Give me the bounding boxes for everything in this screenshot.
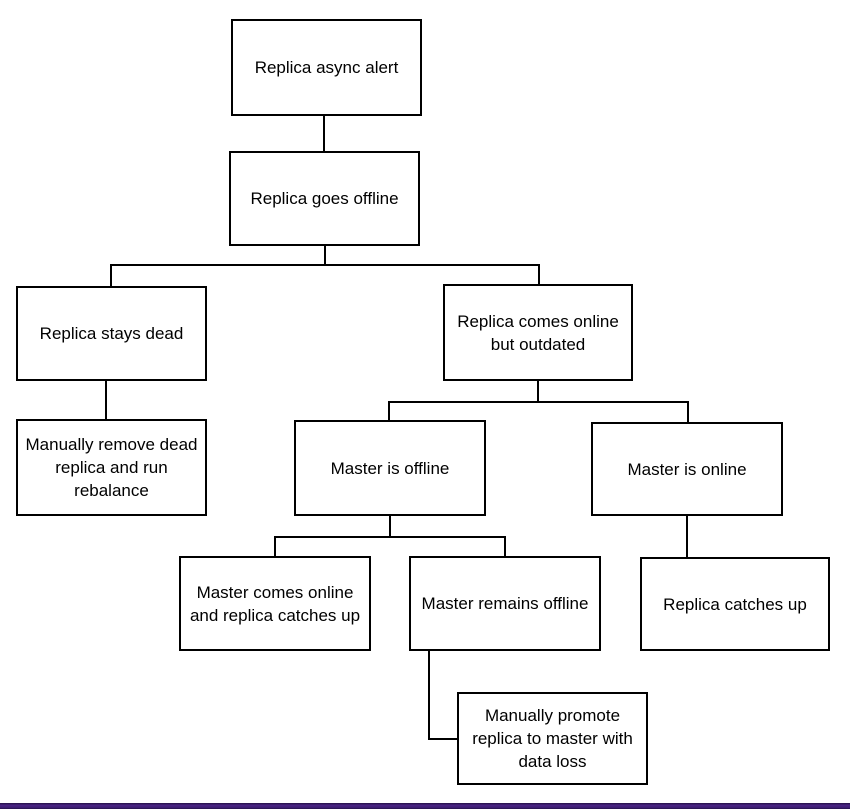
node-label: Replica comes online but outdated <box>457 311 619 354</box>
connector-to-master-online <box>687 401 689 422</box>
connector-to-master-remains-offline <box>504 536 506 556</box>
node-master-remains-offline: Master remains offline <box>409 556 601 651</box>
node-label: Replica goes offline <box>250 189 399 208</box>
node-replica-catches-up: Replica catches up <box>640 557 830 651</box>
connector-to-master-offline <box>388 401 390 420</box>
node-manually-remove-dead-replica: Manually remove dead replica and run reb… <box>16 419 207 516</box>
node-label: Master remains offline <box>421 594 589 613</box>
connector-split-3 <box>274 536 506 538</box>
node-label: Manually promote replica to master with … <box>472 706 633 771</box>
connector-stays-dead-to-remove <box>105 381 107 419</box>
node-master-is-offline: Master is offline <box>294 420 486 516</box>
node-replica-stays-dead: Replica stays dead <box>16 286 207 381</box>
connector-to-manually-promote <box>428 738 457 740</box>
node-replica-async-alert: Replica async alert <box>231 19 422 116</box>
connector-remains-offline-stem <box>428 651 430 740</box>
node-label: Manually remove dead replica and run reb… <box>25 435 198 500</box>
connector-master-offline-stem <box>389 516 391 538</box>
connector-alert-to-goes-offline <box>323 116 325 151</box>
node-master-is-online: Master is online <box>591 422 783 516</box>
node-label: Master comes online and replica catches … <box>189 582 361 625</box>
connector-to-replica-comes-online <box>538 264 540 284</box>
node-replica-goes-offline: Replica goes offline <box>229 151 420 246</box>
node-replica-comes-online-but-outdated: Replica comes online but outdated <box>443 284 633 381</box>
connector-online-to-catches-up <box>686 516 688 557</box>
node-label: Master is offline <box>330 458 450 478</box>
bottom-accent-bar <box>0 803 850 809</box>
connector-goes-offline-stem <box>324 246 326 266</box>
connector-to-replica-stays-dead <box>110 264 112 286</box>
node-manually-promote-replica: Manually promote replica to master with … <box>457 692 648 785</box>
node-label: Replica stays dead <box>39 324 184 343</box>
node-label: Replica catches up <box>663 594 807 614</box>
node-master-comes-online-replica-catches-up: Master comes online and replica catches … <box>179 556 371 651</box>
node-label: Master is online <box>627 459 747 479</box>
connector-split-1 <box>110 264 540 266</box>
node-label: Replica async alert <box>254 58 399 77</box>
connector-comes-online-stem <box>537 381 539 403</box>
connector-split-2 <box>388 401 689 403</box>
connector-to-master-comes-online <box>274 536 276 556</box>
